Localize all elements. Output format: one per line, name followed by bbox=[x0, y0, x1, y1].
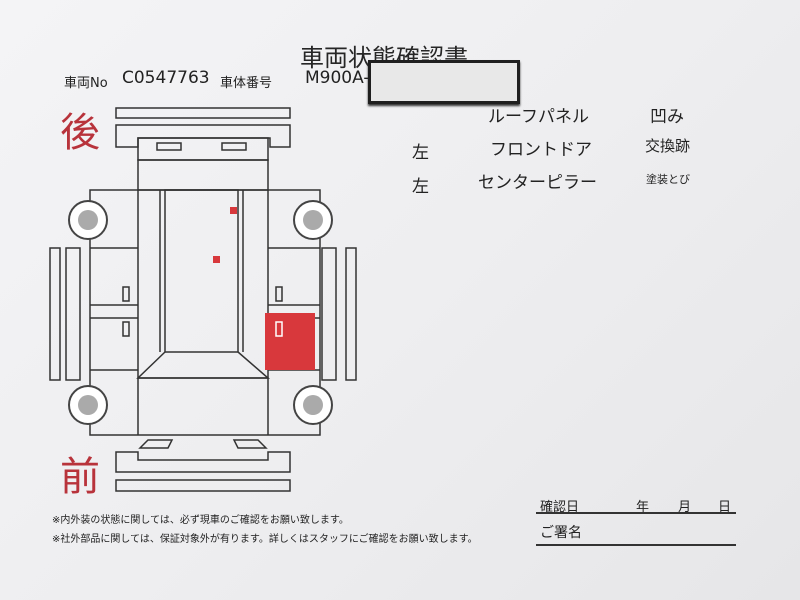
report-part: センターピラー bbox=[478, 173, 597, 193]
headlamp bbox=[138, 439, 174, 449]
vehicle-no: C0547763 bbox=[122, 68, 210, 88]
signature-line bbox=[536, 544, 736, 546]
rear-label: 後 bbox=[60, 110, 100, 156]
note: ※内外装の状態に関しては、必ず現車のご確認をお願い致します。 bbox=[52, 515, 349, 526]
report-condition: 交換跡 bbox=[645, 137, 691, 155]
chassis-no-label: 車体番号 bbox=[220, 76, 273, 91]
damage-mark-front-door bbox=[265, 313, 315, 370]
confirm-date-label: 確認日 bbox=[540, 500, 580, 515]
year-label: 年 bbox=[636, 500, 650, 515]
damage-mark-roof bbox=[213, 256, 220, 263]
body-frame bbox=[89, 189, 321, 436]
vehicle-no-label: 車両No bbox=[64, 76, 108, 91]
rear-panel bbox=[137, 159, 269, 191]
redaction-sticker bbox=[368, 60, 520, 104]
note: ※社外部品に関しては、保証対象外が有ります。詳しくはスタッフにご確認をお願い致し… bbox=[52, 534, 478, 545]
report-condition: 凹み bbox=[650, 107, 684, 127]
date-line bbox=[536, 512, 736, 514]
report-side: 左 bbox=[412, 143, 429, 163]
headlamp bbox=[232, 439, 268, 449]
tail-lamp bbox=[156, 142, 182, 151]
front-label: 前 bbox=[60, 454, 100, 500]
day-label: 日 bbox=[718, 500, 732, 515]
report-condition: 塗装とび bbox=[646, 173, 690, 186]
damage-mark-roof bbox=[230, 207, 237, 214]
front-bumper bbox=[115, 451, 291, 473]
report-part: フロントドア bbox=[490, 140, 592, 160]
roof-panel bbox=[164, 189, 239, 353]
rear-bumper-outer bbox=[115, 107, 291, 119]
front-bumper-outer bbox=[115, 479, 291, 492]
report-side: 左 bbox=[412, 177, 429, 197]
chassis-no: M900A- bbox=[305, 68, 370, 88]
rear-bumper bbox=[115, 124, 291, 148]
tail-lamp bbox=[221, 142, 247, 151]
month-label: 月 bbox=[678, 500, 692, 515]
report-part: ルーフパネル bbox=[488, 107, 589, 127]
signature-label: ご署名 bbox=[540, 525, 582, 541]
